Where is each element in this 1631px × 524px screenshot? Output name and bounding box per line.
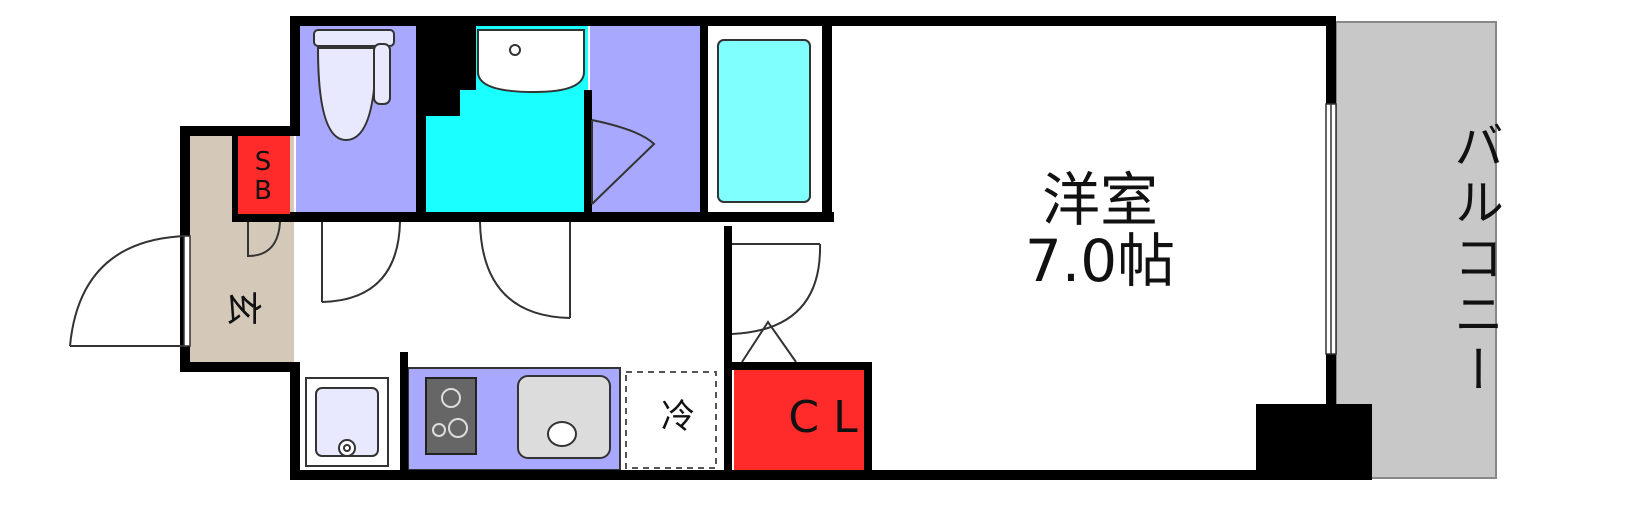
main-room-door bbox=[731, 243, 822, 335]
wash-basin bbox=[477, 29, 585, 94]
bathroom-door bbox=[591, 119, 656, 205]
balcony-label: バルコニー bbox=[1446, 120, 1504, 400]
balcony-area bbox=[1335, 21, 1497, 479]
main-room-size: 7.0帖 bbox=[1024, 226, 1176, 295]
entrance-door bbox=[69, 235, 187, 347]
closet bbox=[734, 368, 864, 472]
bath-anteroom bbox=[590, 22, 706, 218]
toilet-door bbox=[321, 221, 401, 303]
shoe-box-label-b: B bbox=[254, 175, 272, 206]
bathtub bbox=[717, 39, 811, 203]
shoe-box-label-s: S bbox=[254, 147, 272, 177]
shoe-box-door bbox=[247, 221, 281, 258]
toilet-fixture bbox=[313, 29, 395, 142]
main-room-floor bbox=[830, 22, 1330, 474]
fridge-label: 冷 bbox=[661, 397, 695, 437]
washroom-door bbox=[479, 221, 571, 319]
kitchen-sink bbox=[517, 375, 611, 459]
fridge-space bbox=[625, 371, 717, 469]
shoe-box bbox=[236, 134, 290, 218]
main-room-name: 洋室 bbox=[1041, 166, 1158, 234]
entrance-label: 玄 bbox=[222, 289, 263, 326]
shoe-box-label: S B bbox=[243, 148, 283, 205]
stove bbox=[425, 377, 477, 455]
closet-label: CL bbox=[788, 392, 872, 443]
main-room-label: 洋室 7.0帖 bbox=[990, 170, 1210, 292]
